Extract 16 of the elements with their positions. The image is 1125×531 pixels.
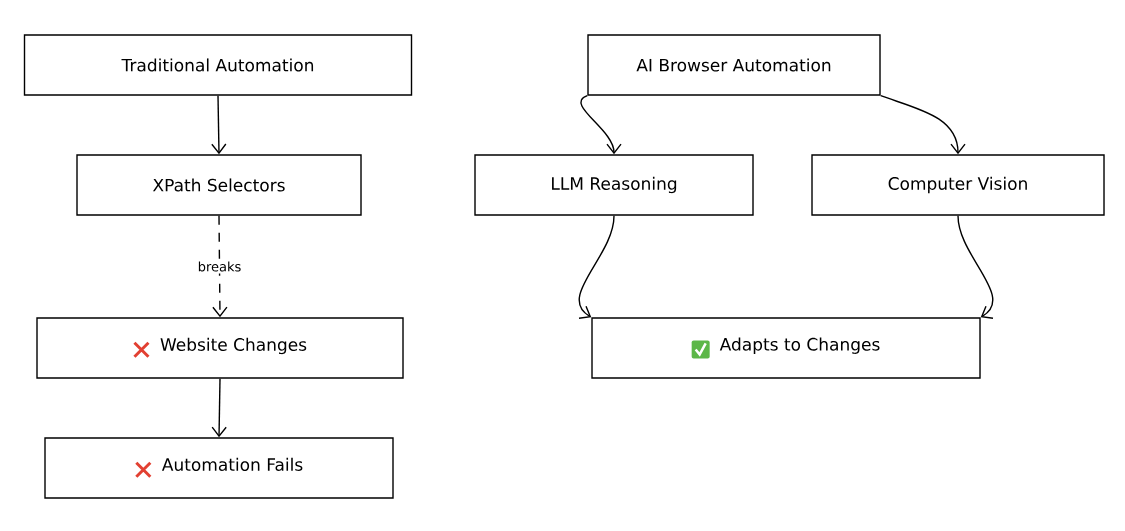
arrow (957, 215, 994, 319)
arrow (212, 215, 228, 318)
process-box: Computer Vision (811, 154, 1105, 216)
process-box: XPath Selectors (76, 154, 362, 216)
process-box: AI Browser Automation (587, 34, 881, 96)
process-box: Automation Fails (44, 437, 394, 499)
process-box: Traditional Automation (23, 34, 413, 96)
arrow (880, 95, 966, 155)
arrow (578, 215, 615, 319)
edge-label: breaks (195, 259, 244, 274)
arrow (211, 95, 227, 155)
process-box: Adapts to Changes (591, 317, 981, 379)
process-box: Website Changes (36, 317, 404, 379)
arrow (580, 95, 622, 155)
arrow (211, 378, 227, 438)
process-box: LLM Reasoning (474, 154, 754, 216)
